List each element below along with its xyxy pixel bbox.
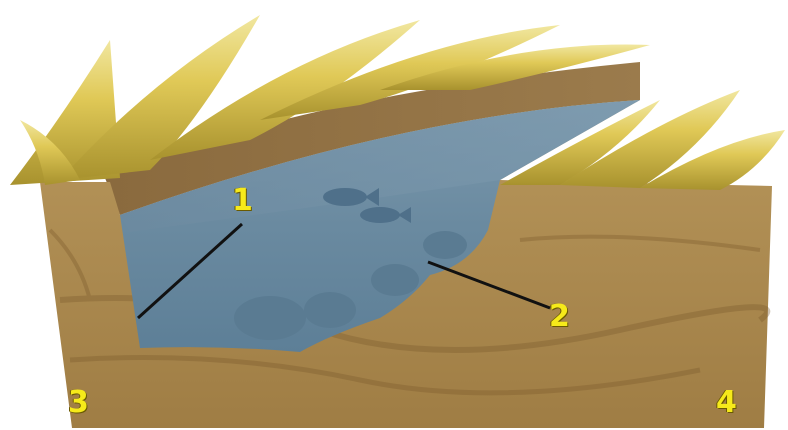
callout-label-2: 2	[549, 302, 570, 332]
rock-shape	[423, 231, 467, 259]
callout-label-4: 4	[716, 388, 737, 418]
rock-shape	[304, 292, 356, 328]
callout-label-1: 1	[232, 186, 253, 216]
rock-shape	[234, 296, 306, 340]
rock-shape	[371, 264, 419, 296]
callout-label-3: 3	[68, 388, 89, 418]
